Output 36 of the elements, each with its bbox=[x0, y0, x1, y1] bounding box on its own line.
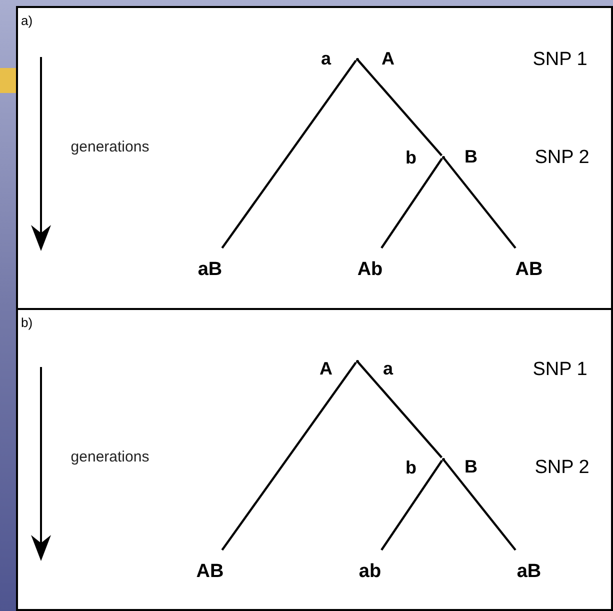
branch-point bbox=[356, 360, 358, 362]
panel-label: b) bbox=[21, 315, 33, 330]
haplotype-label: aB bbox=[185, 248, 235, 282]
haplotype-label: ab bbox=[345, 550, 395, 584]
haplotype-label: AB bbox=[185, 550, 235, 584]
tree-branch bbox=[443, 460, 516, 551]
tree-branch bbox=[357, 60, 443, 156]
haplotype-label: Ab bbox=[345, 248, 395, 282]
panel bbox=[16, 6, 613, 310]
snp-label: SNP 1 bbox=[532, 359, 588, 381]
allele-label: A bbox=[382, 48, 394, 70]
snp-label: SNP 1 bbox=[532, 49, 588, 71]
snp-label: SNP 2 bbox=[534, 147, 590, 169]
branch-point bbox=[356, 58, 358, 60]
panel bbox=[16, 308, 613, 611]
haplotype-label: AB bbox=[504, 248, 554, 282]
branch-point bbox=[442, 156, 444, 158]
tree-branch bbox=[380, 158, 443, 249]
allele-label: b bbox=[406, 458, 416, 478]
branch-point bbox=[442, 458, 444, 460]
allele-label: a bbox=[321, 48, 331, 70]
allele-label: a bbox=[383, 358, 393, 380]
tree-branch bbox=[443, 158, 516, 249]
tree-branch bbox=[221, 60, 357, 249]
allele-label: A bbox=[320, 358, 332, 380]
panel-label: a) bbox=[21, 13, 33, 28]
allele-label: b bbox=[406, 148, 416, 168]
tree-branch bbox=[357, 362, 443, 458]
haplotype-label: aB bbox=[504, 550, 554, 584]
tree-branch bbox=[380, 460, 443, 551]
allele-label: B bbox=[464, 456, 478, 478]
axis-label: generations bbox=[70, 138, 150, 156]
snp-label: SNP 2 bbox=[534, 457, 590, 479]
allele-label: B bbox=[464, 146, 478, 168]
tree-branch bbox=[221, 362, 357, 551]
axis-label: generations bbox=[70, 448, 150, 466]
